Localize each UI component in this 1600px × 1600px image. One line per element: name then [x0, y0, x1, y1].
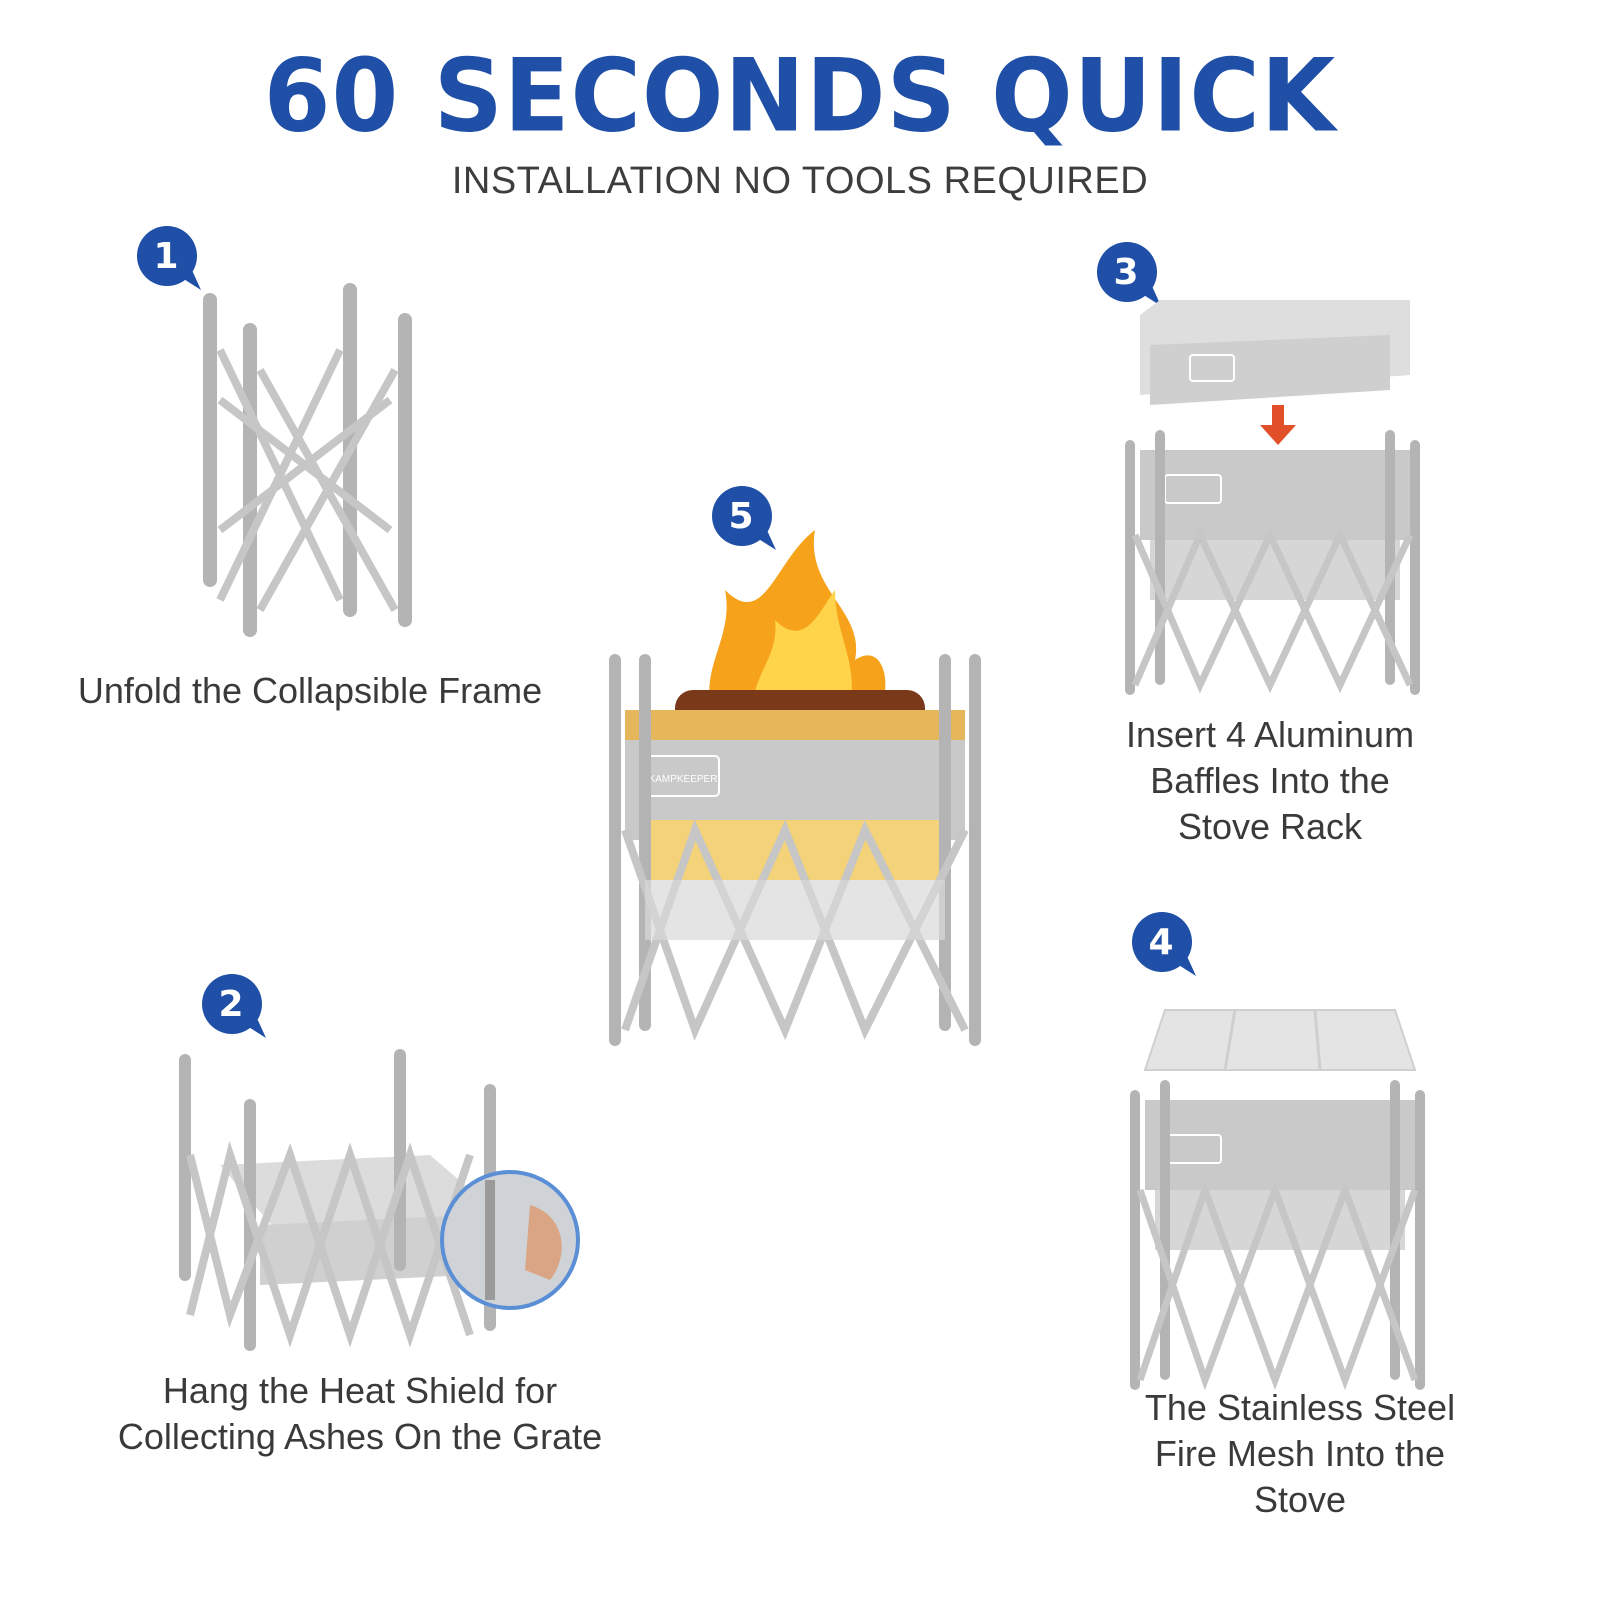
step-3-caption: Insert 4 Aluminum Baffles Into the Stove… — [1125, 714, 1415, 847]
speech-bubble-icon — [1132, 912, 1196, 976]
page-subtitle: INSTALLATION NO TOOLS REQUIRED — [451, 160, 1149, 202]
step-4-caption: The Stainless Steel Fire Mesh Into the S… — [1144, 1387, 1456, 1520]
step-4-badge: 4 — [1130, 910, 1206, 986]
step-3-badge: 3 — [1095, 240, 1171, 316]
down-arrow-icon — [1260, 405, 1296, 445]
speech-bubble-icon — [1097, 242, 1161, 306]
step-1-number: 1 — [153, 236, 179, 277]
step-5-fire-pit-illustration: KAMPKEEPER — [605, 520, 985, 1060]
step-2-heat-shield-illustration — [170, 1045, 590, 1385]
step-3-baffles-illustration — [1120, 295, 1430, 705]
step-3-number: 3 — [1113, 252, 1139, 293]
step-4-number: 4 — [1148, 922, 1174, 963]
speech-bubble-icon — [202, 974, 266, 1038]
speech-bubble-icon — [137, 226, 201, 290]
zoom-inset-icon — [440, 1170, 580, 1310]
step-5-number: 5 — [728, 496, 754, 537]
speech-bubble-icon — [712, 486, 776, 550]
step-5-badge: 5 — [710, 484, 786, 560]
step-2-caption: Hang the Heat Shield for Collecting Ashe… — [117, 1370, 603, 1457]
step-2-number: 2 — [218, 984, 244, 1025]
flame-icon — [709, 530, 886, 720]
step-1-frame-illustration — [190, 280, 430, 660]
step-1-badge: 1 — [135, 224, 211, 300]
step-4-fire-mesh-illustration — [1125, 1000, 1435, 1400]
step-1-caption: Unfold the Collapsible Frame — [77, 670, 543, 711]
brand-logo: KAMPKEEPER — [649, 774, 718, 785]
page-title: 60 SECONDS QUICK — [263, 37, 1337, 155]
step-2-badge: 2 — [200, 972, 276, 1048]
